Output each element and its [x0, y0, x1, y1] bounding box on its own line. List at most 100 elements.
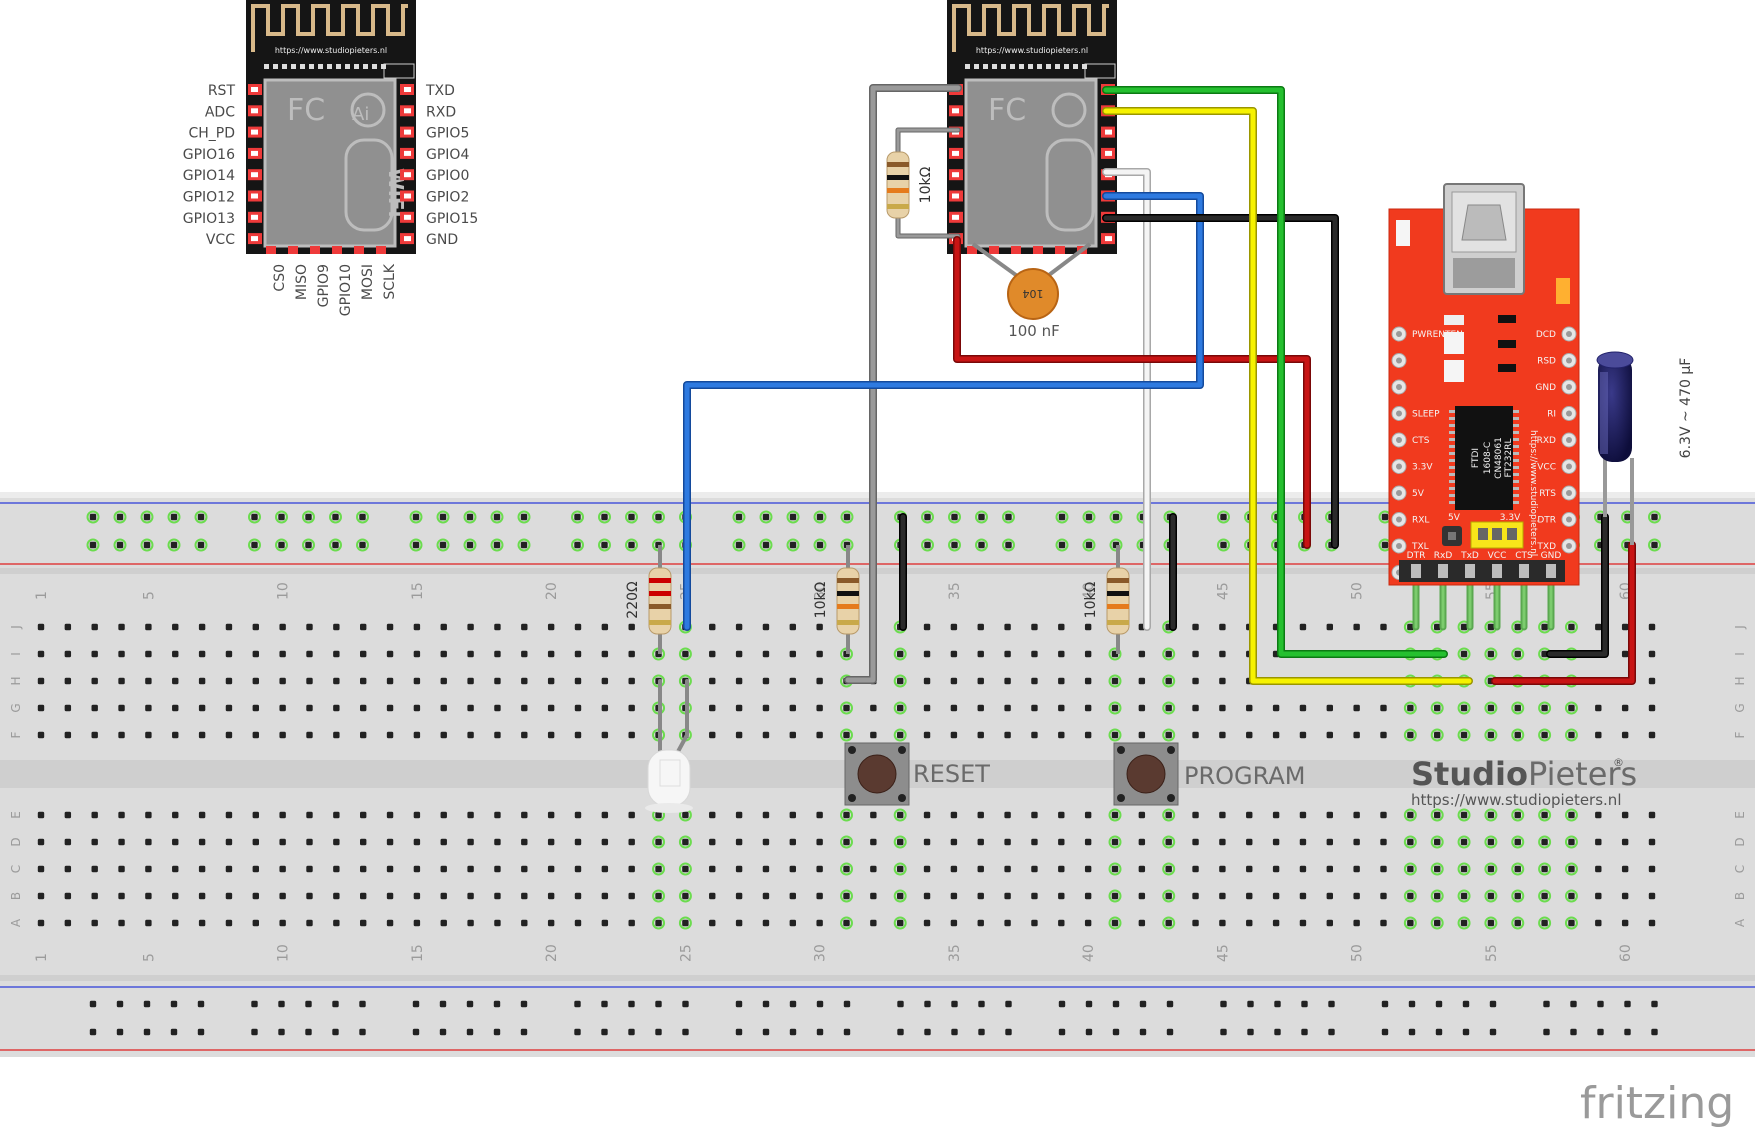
breadboard-hole	[1487, 650, 1495, 658]
breadboard-hole	[279, 623, 286, 631]
breadboard-hole	[494, 623, 501, 631]
breadboard-hole	[145, 677, 152, 685]
breadboard-hole	[1084, 650, 1092, 658]
breadboard-hole	[1058, 838, 1065, 846]
breadboard-hole	[118, 623, 125, 631]
esp-top-url: https://www.studiopieters.nl	[976, 46, 1088, 55]
breadboard-hole	[64, 892, 72, 900]
breadboard-hole	[279, 865, 286, 873]
resistor-esp-label: 10kΩ	[918, 166, 934, 203]
breadboard-hole	[440, 623, 447, 631]
rail-hole	[1058, 1000, 1066, 1008]
esp-pin-label: GPIO16	[183, 147, 235, 163]
breadboard-hole	[1004, 704, 1011, 712]
breadboard-hole	[601, 838, 609, 846]
breadboard-hole	[198, 731, 206, 739]
breadboard-hole	[1031, 731, 1038, 739]
breadboard-hole	[1541, 892, 1548, 900]
rail-hole	[439, 513, 447, 521]
breadboard-hole	[655, 838, 662, 846]
rail-hole	[170, 1028, 178, 1036]
breadboard-hole	[279, 704, 286, 712]
rail-hole	[1624, 513, 1631, 521]
breadboard-hole	[1648, 811, 1656, 819]
breadboard-row-letter: G	[9, 703, 23, 712]
breadboard-hole	[279, 811, 286, 819]
breadboard-hole	[977, 838, 984, 846]
breadboard-hole	[1192, 650, 1199, 658]
breadboard-hole	[521, 677, 528, 685]
breadboard-column-number: 45	[1215, 944, 1231, 962]
breadboard-hole	[1111, 731, 1119, 739]
breadboard-hole	[977, 650, 984, 658]
breadboard-hole	[1460, 731, 1468, 739]
esp-pin-label: RXD	[426, 104, 456, 120]
rail-hole	[1543, 1000, 1550, 1008]
breadboard-hole	[1299, 865, 1307, 873]
rail-hole	[1085, 1000, 1093, 1008]
breadboard-hole	[521, 704, 528, 712]
rail-hole	[439, 541, 447, 549]
reset-button[interactable]	[844, 742, 910, 806]
rail-hole	[1462, 1000, 1470, 1008]
program-button[interactable]	[1113, 742, 1179, 806]
breadboard-hole	[1621, 919, 1629, 927]
breadboard-hole	[198, 623, 206, 631]
breadboard-hole	[91, 892, 98, 900]
breadboard-hole	[306, 677, 313, 685]
rail-hole	[816, 513, 824, 521]
rail-hole	[170, 541, 178, 549]
breadboard-hole	[440, 650, 447, 658]
breadboard-hole	[950, 865, 958, 873]
breadboard-hole	[923, 650, 931, 658]
breadboard-hole	[789, 811, 796, 819]
breadboard-hole	[547, 919, 555, 927]
breadboard-row-letter: H	[1733, 676, 1747, 685]
breadboard-hole	[628, 892, 635, 900]
breadboard-hole	[91, 650, 98, 658]
breadboard-hole	[1621, 892, 1629, 900]
breadboard-hole	[225, 650, 233, 658]
breadboard-hole	[574, 650, 582, 658]
breadboard-hole	[1541, 811, 1548, 819]
rail-hole	[655, 1000, 662, 1008]
ftdi-url: https://www.studiopieters.nl	[1528, 430, 1538, 556]
breadboard-hole	[37, 623, 45, 631]
breadboard-hole	[574, 623, 582, 631]
ftdi-adapter: FTDI 1608-C CN48061 FT232RL https://www.…	[1388, 183, 1580, 586]
rail-hole	[466, 513, 474, 521]
breadboard-column-number: 20	[544, 944, 560, 962]
breadboard-hole	[601, 811, 609, 819]
rail-hole	[332, 541, 339, 549]
rail-hole	[951, 513, 958, 521]
breadboard-hole	[37, 811, 45, 819]
rail-hole	[574, 513, 581, 521]
rail-hole	[1058, 513, 1066, 521]
breadboard-hole	[1058, 650, 1065, 658]
breadboard-hole	[306, 811, 313, 819]
breadboard-hole	[950, 704, 958, 712]
rail-hole	[1597, 1000, 1604, 1008]
rail-hole	[1274, 1000, 1281, 1008]
rail-hole	[439, 1000, 447, 1008]
rail-hole	[332, 1028, 339, 1036]
breadboard-hole	[1004, 811, 1011, 819]
breadboard-hole	[521, 623, 528, 631]
rail-hole	[278, 541, 285, 549]
rail-hole	[1651, 541, 1658, 549]
ftdi-chip-line1: 1608-C	[1483, 442, 1493, 474]
breadboard-hole	[118, 704, 125, 712]
breadboard-hole	[950, 811, 958, 819]
ftdi-header-label: GND	[1541, 551, 1562, 561]
breadboard-hole	[1111, 704, 1119, 712]
breadboard-hole	[789, 704, 796, 712]
rail-hole	[762, 541, 770, 549]
breadboard-hole	[1058, 623, 1065, 631]
rail-hole	[305, 1000, 312, 1008]
breadboard-hole	[386, 731, 394, 739]
breadboard-hole	[440, 892, 447, 900]
breadboard-hole	[1568, 919, 1575, 927]
breadboard-hole	[628, 650, 635, 658]
breadboard-hole	[1487, 892, 1495, 900]
